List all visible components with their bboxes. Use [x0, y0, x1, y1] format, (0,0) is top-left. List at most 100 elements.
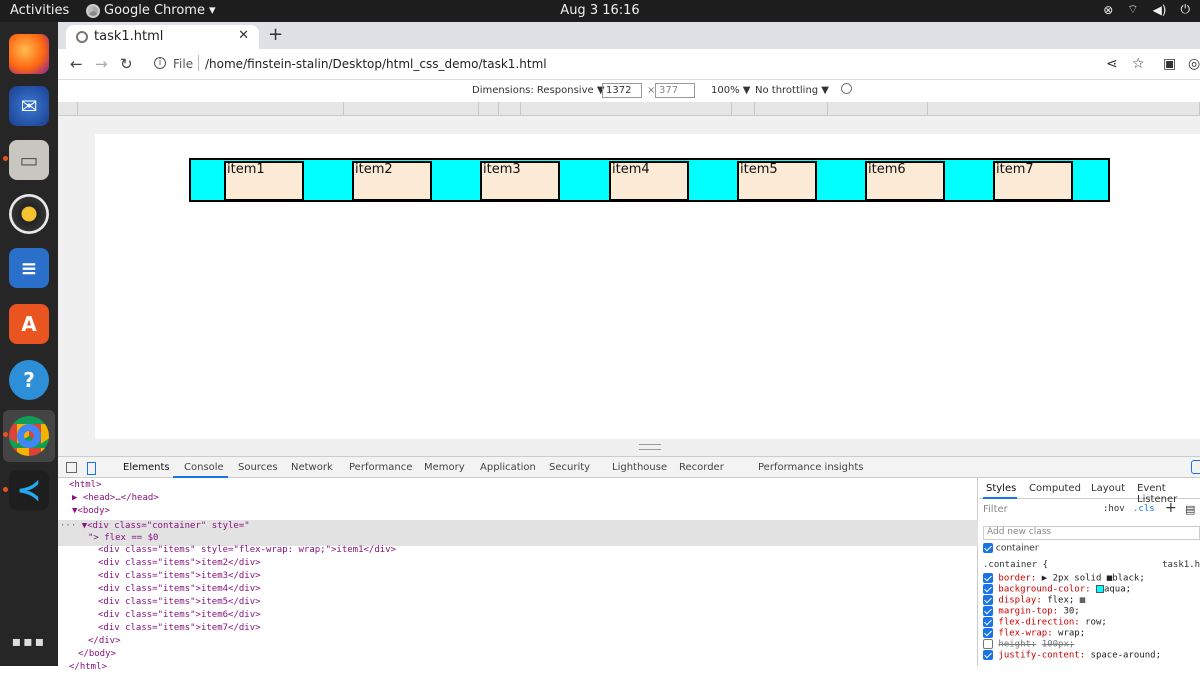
ruler-segment[interactable]: [755, 102, 828, 116]
tab-console[interactable]: Console: [184, 462, 224, 473]
bookmark-star-icon[interactable]: ☆: [1132, 56, 1145, 72]
tab-event-listeners[interactable]: Event Listener: [1137, 483, 1178, 505]
css-declaration[interactable]: border: ▶ 2px solid ■black;: [983, 573, 1145, 584]
dom-node-selected[interactable]: ··· ▼<div class="container" style=": [60, 521, 250, 531]
share-icon[interactable]: ⋖: [1106, 56, 1118, 72]
css-declaration[interactable]: background-color: aqua;: [983, 584, 1131, 595]
tab-sources[interactable]: Sources: [238, 462, 278, 473]
tab-styles[interactable]: Styles: [986, 483, 1017, 494]
dom-node[interactable]: </html>: [69, 662, 107, 672]
writer-icon[interactable]: ≡: [9, 248, 49, 288]
tab-performance-insights[interactable]: Performance insights: [758, 462, 864, 473]
dom-node[interactable]: </div>: [88, 636, 121, 646]
dom-node[interactable]: <div class="items">item7</div>: [98, 623, 261, 633]
cls-toggle[interactable]: .cls: [1133, 504, 1155, 514]
ruler-segment[interactable]: [828, 102, 928, 116]
computed-toggle-icon[interactable]: ▤: [1185, 503, 1196, 516]
tab-memory[interactable]: Memory: [424, 462, 465, 473]
apps-grid-icon[interactable]: ▪▪▪: [11, 634, 47, 650]
sidebar-icon[interactable]: ▣: [1163, 56, 1177, 72]
checkbox-icon[interactable]: [983, 584, 993, 594]
dom-node[interactable]: <div class="items">item2</div>: [98, 558, 261, 568]
rotate-icon[interactable]: [841, 83, 852, 94]
checkbox-icon[interactable]: [983, 617, 993, 627]
tab-performance[interactable]: Performance: [349, 462, 413, 473]
activities-button[interactable]: Activities: [10, 3, 70, 18]
ruler-segment[interactable]: [521, 102, 732, 116]
class-toggle-row[interactable]: container: [983, 543, 1039, 554]
forward-icon[interactable]: →: [95, 55, 108, 73]
wifi-icon[interactable]: ⌔: [1127, 2, 1139, 16]
dom-node[interactable]: ▶ <head>…</head>: [72, 492, 159, 505]
height-input[interactable]: 377: [655, 83, 695, 98]
vscode-icon[interactable]: ≺: [9, 470, 49, 510]
dimensions-select[interactable]: Dimensions: Responsive ▼: [472, 85, 605, 96]
ruler-segment[interactable]: [344, 102, 479, 116]
ruler-segment[interactable]: [58, 102, 78, 116]
new-tab-button[interactable]: +: [268, 24, 284, 45]
zoom-select[interactable]: 100% ▼: [711, 85, 751, 96]
dom-node[interactable]: <div class="items">item5</div>: [98, 597, 261, 607]
address-bar[interactable]: /home/finstein-stalin/Desktop/html_css_d…: [205, 57, 547, 71]
info-icon[interactable]: i: [154, 57, 166, 69]
tab-layout[interactable]: Layout: [1091, 483, 1125, 494]
css-declaration-disabled[interactable]: height: 100px;: [983, 639, 1074, 650]
tab-lighthouse[interactable]: Lighthouse: [612, 462, 668, 473]
media-query-ruler[interactable]: [58, 102, 1200, 116]
throttling-select[interactable]: No throttling ▼: [755, 85, 829, 96]
add-class-input[interactable]: Add new class: [983, 526, 1200, 540]
firefox-icon[interactable]: [9, 34, 49, 74]
css-source-link[interactable]: task1.h: [1162, 560, 1200, 570]
hov-toggle[interactable]: :hov: [1103, 504, 1125, 514]
dom-node[interactable]: <div class="items" style="flex-wrap: wra…: [98, 545, 397, 555]
ruler-segment[interactable]: [499, 102, 521, 116]
inspect-icon[interactable]: [66, 462, 77, 473]
tab-network[interactable]: Network: [291, 462, 333, 473]
width-input[interactable]: 1372: [602, 83, 642, 98]
reload-icon[interactable]: ↻: [120, 55, 133, 73]
css-declaration[interactable]: flex-direction: row;: [983, 617, 1107, 628]
styles-filter-input[interactable]: Filter: [983, 504, 1008, 515]
volume-icon[interactable]: ◀): [1152, 2, 1167, 17]
chrome-icon[interactable]: [9, 416, 49, 456]
app-menu[interactable]: Google Chrome ▾: [86, 3, 216, 18]
tab-task1[interactable]: task1.html ✕: [66, 25, 259, 49]
dom-node-selected-tail[interactable]: "> flex == $0: [88, 532, 158, 545]
tab-elements[interactable]: Elements: [123, 462, 170, 473]
tab-computed[interactable]: Computed: [1029, 483, 1081, 494]
ruler-segment[interactable]: [479, 102, 499, 116]
tab-security[interactable]: Security: [549, 462, 591, 473]
system-tray[interactable]: ⊗ ⌔ ◀) ⏻: [1103, 2, 1190, 17]
add-rule-icon[interactable]: +: [1165, 500, 1177, 516]
dom-node[interactable]: <div class="items">item6</div>: [98, 610, 261, 620]
checkbox-icon[interactable]: [983, 628, 993, 638]
tab-application[interactable]: Application: [480, 462, 536, 473]
checkbox-icon[interactable]: [983, 606, 993, 616]
accessibility-icon[interactable]: ⊗: [1103, 2, 1114, 17]
css-declaration[interactable]: margin-top: 30;: [983, 606, 1080, 617]
issues-badge[interactable]: 1: [1191, 460, 1200, 474]
checkbox-icon[interactable]: [983, 639, 993, 649]
css-declaration[interactable]: justify-content: space-around;: [983, 650, 1161, 661]
back-icon[interactable]: ←: [70, 55, 83, 73]
flexbox-editor-icon[interactable]: ▦: [1079, 595, 1086, 606]
css-declaration[interactable]: display: flex; ▦: [983, 595, 1085, 606]
css-declaration[interactable]: flex-wrap: wrap;: [983, 628, 1085, 639]
device-toggle-icon[interactable]: [87, 462, 96, 475]
css-selector[interactable]: .container {: [983, 560, 1049, 570]
dom-node[interactable]: <div class="items">item4</div>: [98, 584, 261, 594]
checkbox-icon[interactable]: [983, 543, 993, 553]
power-icon[interactable]: ⏻: [1180, 2, 1191, 16]
profile-icon[interactable]: ◎: [1188, 56, 1200, 72]
rhythmbox-icon[interactable]: [9, 194, 49, 234]
checkbox-icon[interactable]: [983, 573, 993, 583]
dom-node[interactable]: <html>: [69, 480, 102, 490]
help-icon[interactable]: ?: [9, 360, 49, 400]
color-swatch[interactable]: [1095, 585, 1104, 593]
dom-node[interactable]: ▼<body>: [72, 505, 110, 518]
ruler-segment[interactable]: [928, 102, 1200, 116]
thunderbird-icon[interactable]: ✉: [9, 86, 49, 126]
ruler-segment[interactable]: [732, 102, 755, 116]
checkbox-icon[interactable]: [983, 595, 993, 605]
close-icon[interactable]: ✕: [238, 28, 249, 43]
